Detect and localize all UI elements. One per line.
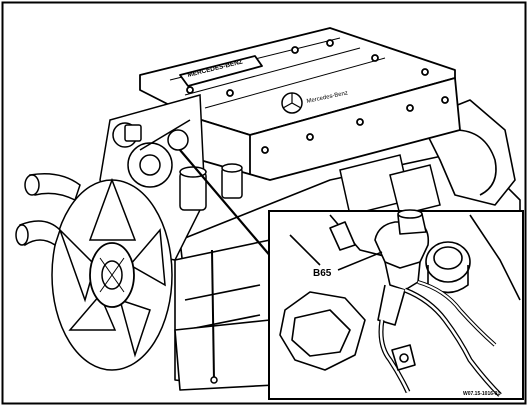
detail-inset bbox=[268, 209, 524, 400]
reference-code: W07.15-1016-01 bbox=[463, 391, 500, 397]
side-components bbox=[124, 124, 441, 384]
hex-nut bbox=[279, 291, 366, 371]
callout-label-b65: B65 bbox=[313, 268, 332, 279]
coolant-hoses bbox=[15, 173, 81, 247]
b65-leader-line bbox=[337, 251, 383, 271]
callout-pointer-line bbox=[179, 149, 273, 259]
valve-cover bbox=[139, 27, 461, 181]
cooling-fan bbox=[51, 177, 173, 371]
